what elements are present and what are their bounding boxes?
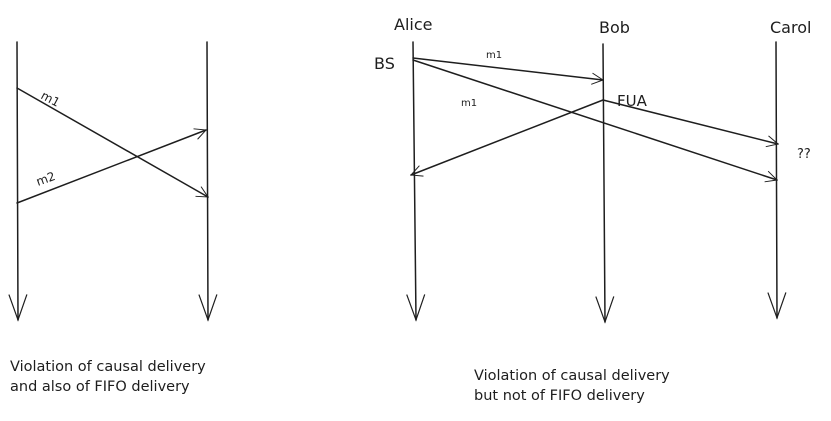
message-label-m1: m1 [39, 88, 63, 109]
caption-right-line-2: but not of FIFO delivery [474, 388, 645, 404]
process-timeline-bob [595, 43, 615, 324]
message-arrow-m1-alice-bob [412, 57, 605, 85]
process-label-carol: Carol [770, 18, 811, 37]
process-timeline-alice [406, 41, 426, 322]
caption-right: Violation of causal delivery but not of … [474, 366, 670, 406]
message-arrow-m1 [16, 87, 209, 198]
caption-right-line-1: Violation of causal delivery [474, 368, 670, 384]
caption-left: Violation of causal delivery and also of… [10, 357, 206, 397]
caption-left-line-2: and also of FIFO delivery [10, 379, 190, 395]
process-timeline-left-1 [8, 41, 28, 322]
message-arrow-fua-bob-alice [409, 99, 604, 177]
message-label-m2: m2 [34, 169, 57, 189]
left-diagram: m1 m2 [8, 41, 218, 322]
message-arrow-m2 [16, 128, 208, 204]
message-arrow-m1-alice-carol [412, 59, 779, 183]
event-label-bs: BS [374, 54, 395, 73]
caption-left-line-1: Violation of causal delivery [10, 359, 206, 375]
message-label-m1-bob: m1 [486, 50, 502, 61]
process-label-alice: Alice [394, 15, 432, 34]
process-label-bob: Bob [599, 18, 630, 37]
event-label-unknown: ?? [797, 147, 811, 162]
message-arrow-fua-bob-carol [602, 99, 780, 148]
process-timeline-left-2 [198, 41, 218, 322]
message-label-m1-carol: m1 [461, 98, 477, 109]
right-diagram: Alice Bob Carol BS FUA ?? m1 m1 [374, 15, 811, 324]
